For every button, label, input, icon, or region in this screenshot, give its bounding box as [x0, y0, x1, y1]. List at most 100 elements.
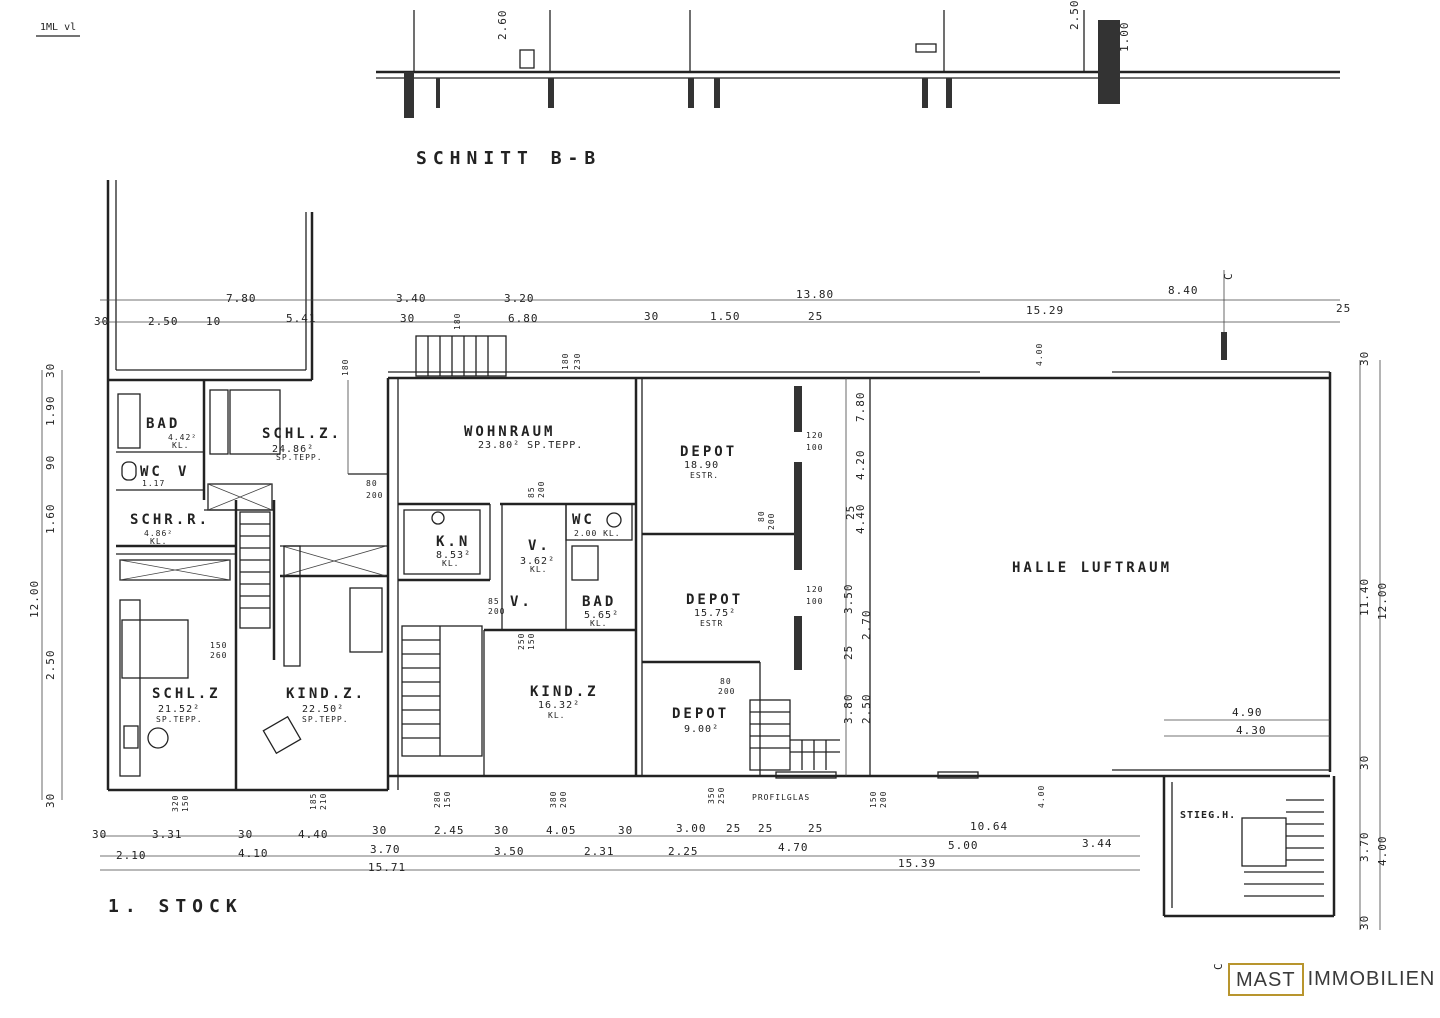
dim-inner-28: 85: [527, 486, 536, 498]
room-floor: SP.TEPP.: [276, 453, 323, 462]
dim-inner-12: 4.00: [1035, 343, 1044, 366]
room-v-2: V. 3.62² KL.: [520, 538, 555, 574]
dim-top-18: 180: [453, 313, 462, 330]
room-bad-2: BAD 5.65² KL.: [582, 594, 618, 628]
dim-inner-35: 210: [319, 793, 328, 810]
dim-bottom-14: 10.64: [970, 820, 1008, 833]
dim-left-2: 1.90: [44, 396, 57, 427]
dim-inner-24: 150: [210, 641, 227, 650]
room-floor: KL.: [150, 537, 167, 546]
dim-top-14: 25: [808, 310, 823, 323]
dim-bottom-9: 30: [618, 824, 633, 837]
dim-top-16: 25: [1336, 302, 1351, 315]
dim-inner-27: 200: [488, 607, 505, 616]
dim-top-7: 2.50: [148, 315, 179, 328]
dim-bottom-13: 25: [808, 822, 823, 835]
room-name: KIND.Z.: [286, 686, 366, 702]
room-kindz-1: KIND.Z. 22.50² SP.TEPP.: [286, 686, 366, 724]
dim-inner-33: 150: [181, 795, 190, 812]
dim-bottom-20: 2.25: [668, 845, 699, 858]
room-area: 1.17: [142, 479, 165, 488]
dims-inner: 7.80 4.20 25 4.40 3.50 2.70 25 3.80 2.50…: [171, 343, 1266, 812]
room-name: WC: [572, 512, 595, 528]
dim-bottom-15: 2.10: [116, 849, 147, 862]
dim-top-4: 13.80: [796, 288, 834, 301]
dim-bottom-5: 30: [372, 824, 387, 837]
dim-inner-15: 200: [366, 491, 383, 500]
room-name: K.N: [436, 534, 470, 550]
room-schlz-1: SCHL.Z. 24.86² SP.TEPP.: [262, 426, 339, 462]
corner-mark: 1ML vl: [36, 22, 80, 37]
room-floor: KL.: [442, 559, 459, 568]
room-area: 15.75²: [694, 608, 736, 619]
room-wc-1: WC 1.17 V: [140, 464, 189, 488]
room-name: HALLE LUFTRAUM: [1012, 560, 1172, 576]
dim-inner-36: 280: [433, 791, 442, 808]
dim-bottom-4: 4.40: [298, 828, 329, 841]
room-stieg: STIEG.H.: [1180, 810, 1235, 821]
dim-top-3: 3.20: [504, 292, 535, 305]
dim-top-20: 230: [573, 353, 582, 370]
dim-top-8: 10: [206, 315, 221, 328]
dim-bottom-23: 3.44: [1082, 837, 1113, 850]
room-name-v: V: [178, 464, 189, 480]
room-schr: SCHR.R. 4.86² KL.: [130, 512, 210, 546]
room-floor: KL.: [548, 711, 565, 720]
dim-right-6: 4.00: [1376, 836, 1389, 867]
room-wohnraum: WOHNRAUM 23.80² SP.TEPP.: [464, 424, 582, 451]
section-c-top: C: [1222, 272, 1235, 280]
room-bad-1: BAD 4.42² KL.: [146, 416, 197, 450]
room-name: SCHR.R.: [130, 512, 210, 528]
dim-inner-38: 380: [549, 791, 558, 808]
dim-inner-18: 120: [806, 585, 823, 594]
dim-inner-2: 4.20: [854, 450, 867, 481]
dim-right-7: 30: [1358, 915, 1371, 930]
dims-bottom: 30 3.31 30 4.40 30 2.45 30 4.05 30 3.00 …: [92, 793, 1113, 874]
dim-top-5: 8.40: [1168, 284, 1199, 297]
dim-inner-1: 7.80: [854, 392, 867, 423]
room-floor: SP.TEPP.: [302, 715, 349, 724]
room-area: 4.42²: [168, 433, 197, 442]
room-name: KIND.Z: [530, 684, 599, 700]
section-cut-c: C C: [1212, 270, 1235, 970]
mast-immobilien-logo: MAST IMMOBILIEN: [1228, 960, 1435, 998]
dim-bottom-25: 15.39: [898, 857, 936, 870]
dim-bottom-2: 3.31: [152, 828, 183, 841]
section-c-bottom: C: [1212, 962, 1225, 970]
dim-right-2: 11.40: [1358, 578, 1371, 616]
floor-title: 1. STOCK: [108, 896, 243, 917]
dim-inner-8: 3.80: [842, 694, 855, 725]
dim-top-1: 7.80: [226, 292, 257, 305]
dim-inner-3: 25: [844, 505, 857, 520]
dim-inner-13: 4.00: [1037, 785, 1046, 808]
dim-inner-42: 150: [869, 791, 878, 808]
room-area: 3.62²: [520, 556, 555, 567]
room-name: BAD: [582, 594, 616, 610]
corner-mark-text: 1ML vl: [40, 22, 76, 33]
dim-bottom-22: 5.00: [948, 839, 979, 852]
dim-top-6: 30: [94, 315, 109, 328]
room-halle: HALLE LUFTRAUM: [1012, 560, 1172, 576]
dim-inner-10: 4.90: [1232, 706, 1263, 719]
dims-right: 30 11.40 12.00 30 3.70 4.00 30: [1358, 351, 1389, 930]
dim-inner-39: 200: [559, 791, 568, 808]
dim-top-11: 6.80: [508, 312, 539, 325]
dim-left-7: 30: [44, 793, 57, 808]
dim-inner-4: 4.40: [854, 504, 867, 535]
room-name: DEPOT: [672, 706, 729, 722]
dim-bottom-3: 30: [238, 828, 253, 841]
room-area: 2.00 KL.: [574, 529, 621, 538]
dim-inner-34: 185: [309, 793, 318, 810]
dim-top-10: 30: [400, 312, 415, 325]
room-floor: KL.: [172, 441, 189, 450]
dim-left-4: 1.60: [44, 504, 57, 535]
dim-inner-32: 320: [171, 795, 180, 812]
room-schlz-2: SCHL.Z 21.52² SP.TEPP.: [152, 686, 218, 724]
dim-bottom-17: 3.70: [370, 843, 401, 856]
room-area: 16.32²: [538, 700, 580, 711]
section-dim-1: 2.60: [496, 10, 509, 41]
dim-left-1: 30: [44, 363, 57, 378]
room-area: 24.86²: [272, 444, 314, 455]
room-depot-1: DEPOT 18.90 ESTR.: [680, 444, 734, 480]
dim-inner-6: 2.70: [860, 610, 873, 641]
